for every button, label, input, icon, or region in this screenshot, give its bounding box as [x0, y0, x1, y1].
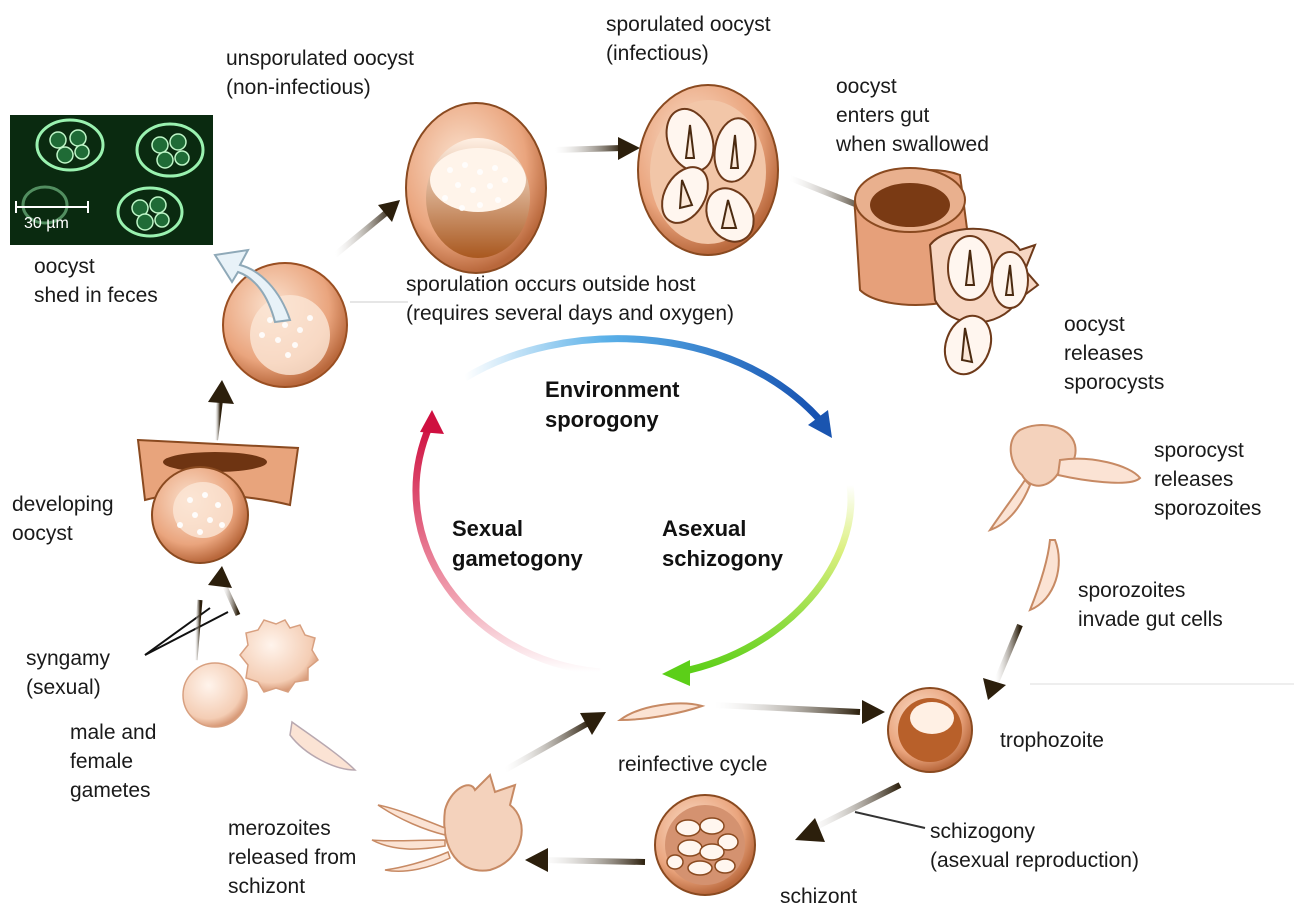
arrow-to-merozoites: [540, 860, 645, 862]
label-sporulated-oocyst: sporulated oocyst (infectious): [606, 10, 771, 68]
sporulated-oocyst: [638, 85, 778, 255]
arrow-to-sporulated: [555, 148, 622, 150]
merozoites-cell: [372, 775, 522, 871]
gut-segment: [855, 168, 1038, 381]
arrow-reinfective-right: [715, 705, 860, 712]
shed-oocyst: [215, 250, 347, 387]
label-schizogony-note: schizogony (asexual reproduction): [930, 817, 1139, 875]
arrow-to-shed: [215, 400, 220, 440]
label-gametes: male and female gametes: [70, 718, 156, 805]
sexual-arrowhead: [420, 410, 444, 434]
arrow-gamete-1: [195, 600, 200, 660]
reinfective-merozoite: [620, 704, 702, 720]
label-merozoites: merozoites released from schizont: [228, 814, 356, 901]
label-oocyst-releases-sporocysts: oocyst releases sporocysts: [1064, 310, 1164, 397]
label-sporozoites-invade: sporozoites invade gut cells: [1078, 576, 1223, 634]
label-sporocyst-releases-sporozoites: sporocyst releases sporozoites: [1154, 436, 1261, 523]
label-asexual-schizogony: Asexual schizogony: [662, 514, 783, 574]
arrow-to-trophozoite: [995, 625, 1020, 685]
sporozoite-free: [1030, 540, 1059, 610]
asexual-arrowhead: [662, 660, 690, 686]
trophozoite-cell: [888, 688, 972, 772]
label-schizont: schizont: [780, 882, 857, 909]
label-oocyst-enters-gut: oocyst enters gut when swallowed: [836, 72, 989, 159]
label-sexual-gametogony: Sexual gametogony: [452, 514, 583, 574]
label-developing-oocyst: developing oocyst: [12, 490, 114, 548]
scale-bar-label: 30 µm: [24, 215, 69, 233]
gametes: [183, 620, 355, 770]
label-environment-sporogony: Environment sporogony: [545, 375, 679, 435]
unsporulated-oocyst: [406, 103, 546, 273]
label-syngamy: syngamy (sexual): [26, 644, 110, 702]
label-reinfective-cycle: reinfective cycle: [618, 750, 767, 779]
arrow-to-unsporulated: [335, 208, 392, 255]
sporocyst-releasing: [990, 425, 1140, 530]
label-trophozoite: trophozoite: [1000, 726, 1104, 755]
arrow-reinfective-up: [505, 722, 590, 770]
label-oocyst-shed: oocyst shed in feces: [34, 252, 158, 310]
developing-oocyst: [138, 440, 298, 563]
label-unsporulated-oocyst: unsporulated oocyst (non-infectious): [226, 44, 414, 102]
arrow-to-schizont: [810, 785, 900, 830]
label-sporulation-note: sporulation occurs outside host (require…: [406, 270, 734, 328]
schizont-cell: [655, 795, 755, 895]
